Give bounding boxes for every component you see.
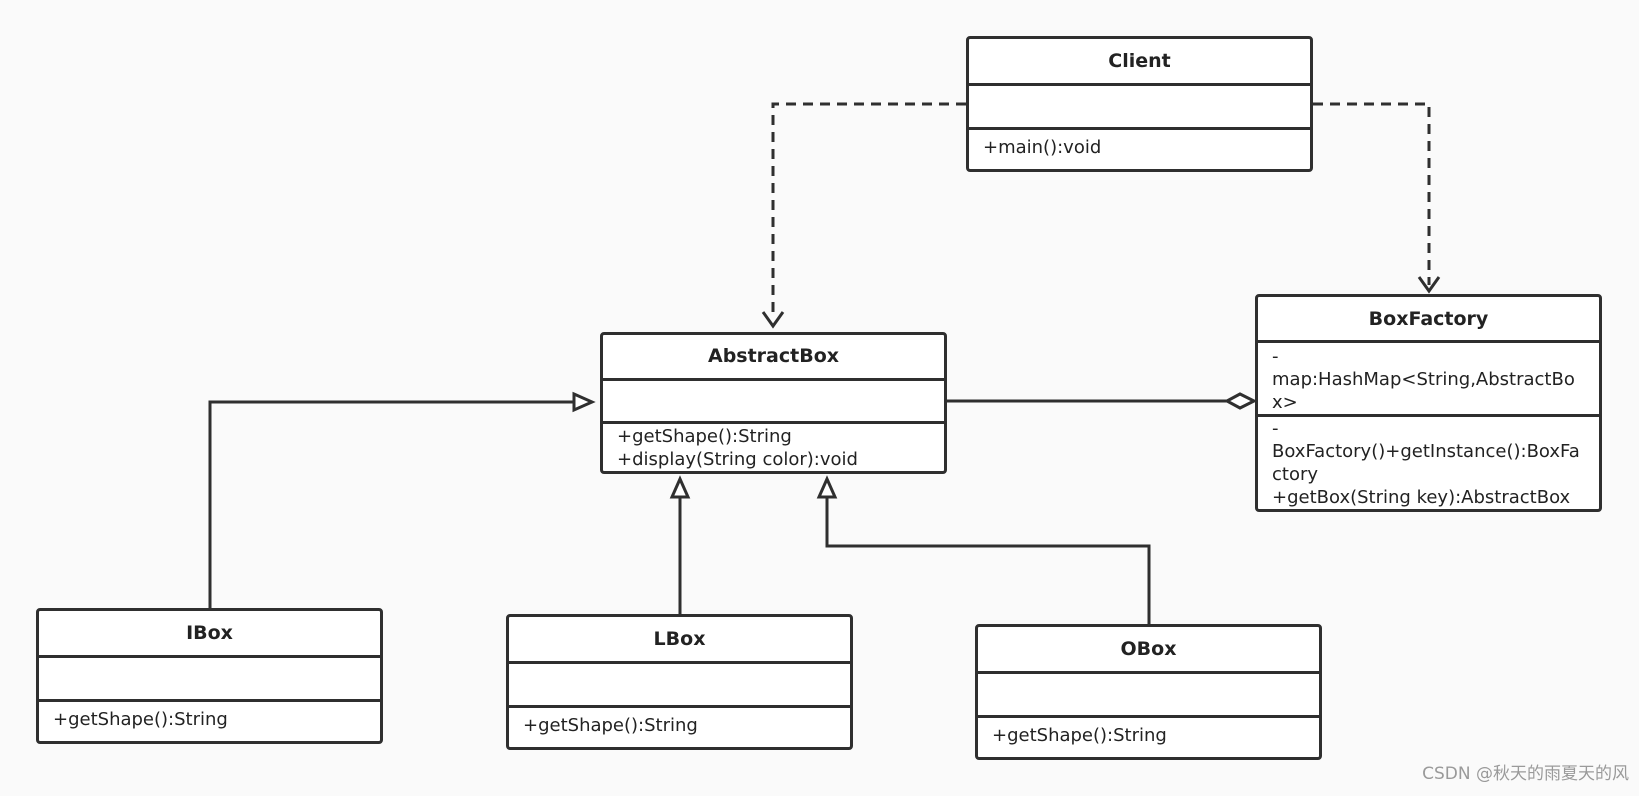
method-line: +getShape():String (992, 725, 1167, 746)
class-methods: - BoxFactory()+getInstance():BoxFa ctory… (1258, 417, 1599, 509)
attribute-line: x> (1272, 392, 1298, 413)
class-attributes (509, 664, 850, 708)
class-abstract-box: AbstractBox +getShape():String +display(… (600, 332, 947, 474)
class-attributes (978, 674, 1319, 718)
class-attributes: - map:HashMap<String,AbstractBo x> (1258, 343, 1599, 417)
method-line: - (1272, 418, 1279, 439)
generalization-arrowhead-lbox (669, 475, 691, 499)
attribute-line: map:HashMap<String,AbstractBo (1272, 369, 1575, 390)
class-name: LBox (509, 617, 850, 664)
class-lbox: LBox +getShape():String (506, 614, 853, 750)
method-line: +getShape():String (617, 426, 792, 447)
generalization-arrowhead-ibox (572, 391, 596, 413)
method-line: +display(String color):void (617, 449, 858, 470)
class-methods: +getShape():String (39, 702, 380, 741)
class-name: AbstractBox (603, 335, 944, 381)
method-line: ctory (1272, 464, 1319, 485)
generalization-ibox (208, 400, 574, 608)
class-name: OBox (978, 627, 1319, 674)
class-methods: +getShape():String +display(String color… (603, 424, 944, 471)
class-name: Client (969, 39, 1310, 86)
generalization-obox (825, 497, 1151, 624)
dependency-client-to-abstractbox (771, 102, 966, 318)
class-client: Client +main():void (966, 36, 1313, 172)
class-ibox: IBox +getShape():String (36, 608, 383, 744)
method-line: BoxFactory()+getInstance():BoxFa (1272, 441, 1580, 462)
generalization-arrowhead-obox (816, 475, 838, 499)
dependency-client-to-boxfactory (1313, 102, 1431, 285)
class-methods: +main():void (969, 130, 1310, 169)
aggregation-diamond (1223, 392, 1258, 410)
method-line: +main():void (983, 137, 1102, 158)
class-attributes (39, 658, 380, 702)
class-obox: OBox +getShape():String (975, 624, 1322, 760)
class-attributes (603, 381, 944, 424)
class-name: IBox (39, 611, 380, 658)
class-methods: +getShape():String (509, 708, 850, 747)
watermark: CSDN @秋天的雨夏天的风 (1422, 764, 1629, 784)
method-line: +getShape():String (523, 715, 698, 736)
class-box-factory: BoxFactory - map:HashMap<String,Abstract… (1255, 294, 1602, 512)
class-name: BoxFactory (1258, 297, 1599, 343)
dependency-arrowhead-abstractbox (761, 311, 785, 329)
class-attributes (969, 86, 1310, 130)
class-methods: +getShape():String (978, 718, 1319, 757)
dependency-arrowhead-boxfactory (1417, 276, 1441, 294)
method-line: +getShape():String (53, 709, 228, 730)
method-line: +getBox(String key):AbstractBox (1272, 487, 1571, 508)
attribute-line: - (1272, 346, 1279, 367)
